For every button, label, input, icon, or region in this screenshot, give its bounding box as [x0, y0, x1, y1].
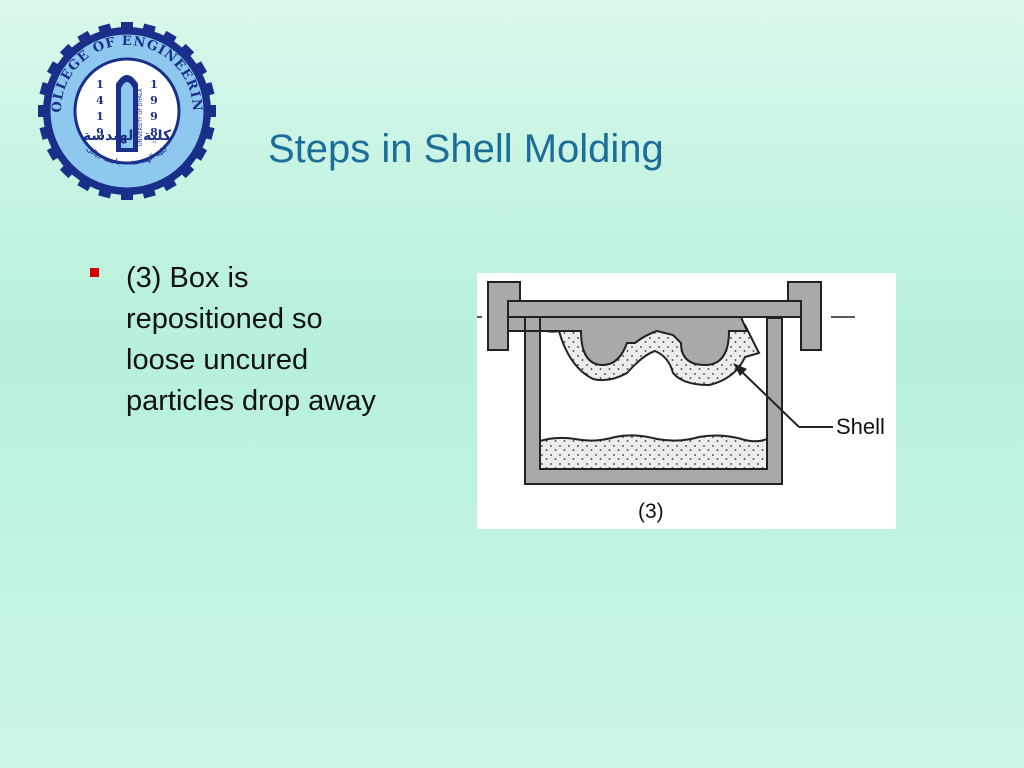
slide-title: Steps in Shell Molding [268, 127, 664, 171]
svg-text:4: 4 [96, 94, 104, 107]
arrow-head-icon [733, 363, 747, 376]
shell-label: Shell [836, 414, 885, 439]
svg-text:1: 1 [150, 78, 158, 91]
svg-text:9: 9 [150, 110, 158, 123]
bullet-item: (3) Box is repositioned so loose uncured… [86, 258, 386, 422]
figure-caption: (3) [638, 500, 664, 523]
shell-molding-diagram [477, 281, 855, 485]
svg-text:1: 1 [96, 78, 104, 91]
svg-text:كلية الهندسة: كلية الهندسة [83, 128, 172, 144]
svg-text:UNIVERSITY OF DIYALA: UNIVERSITY OF DIYALA [138, 88, 144, 146]
bullet-list: (3) Box is repositioned so loose uncured… [86, 258, 386, 422]
loose-sand [539, 434, 768, 470]
bullet-text: (3) Box is repositioned so loose uncured… [126, 262, 376, 417]
svg-text:9: 9 [150, 94, 158, 107]
college-seal-icon: COLLEGE OF ENGINEERING كلية الهندسة - جا… [32, 11, 216, 200]
square-bullet-icon [90, 268, 99, 277]
shell-molding-figure: Shell (3) [477, 273, 896, 529]
svg-text:1: 1 [96, 110, 104, 123]
svg-text:8: 8 [150, 126, 158, 139]
svg-text:9: 9 [96, 126, 104, 139]
college-logo: COLLEGE OF ENGINEERING كلية الهندسة - جا… [32, 11, 216, 200]
